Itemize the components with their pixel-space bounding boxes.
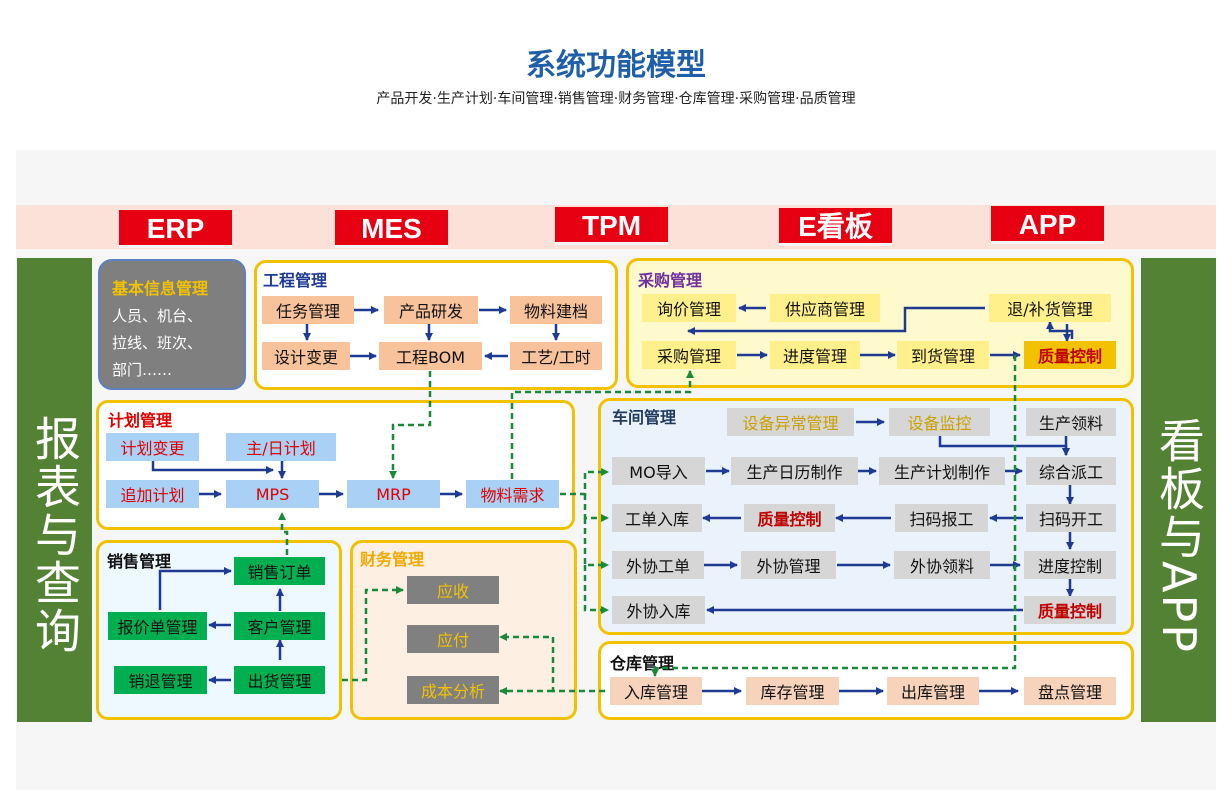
basic-info-panel: 基本信息管理 人员、机台、 拉线、班次、 部门…… — [98, 259, 246, 390]
master-daily-plan-box[interactable]: 主/日计划 — [226, 433, 336, 461]
warehouse-title: 仓库管理 — [610, 654, 675, 673]
purchase-mgmt-box[interactable]: 采购管理 — [642, 341, 736, 369]
payable-box[interactable]: 应付 — [407, 625, 499, 653]
add-plan-box[interactable]: 追加计划 — [106, 480, 199, 508]
mrp-box[interactable]: MRP — [347, 480, 440, 508]
return-replenish-box[interactable]: 退/补货管理 — [989, 294, 1111, 322]
workshop-title: 车间管理 — [612, 408, 677, 427]
reports-query-sidebar[interactable]: 报表与查询 — [17, 258, 92, 722]
inquiry-box[interactable]: 询价管理 — [642, 294, 736, 322]
material-demand-box[interactable]: 物料需求 — [466, 480, 559, 508]
inventory-box[interactable]: 库存管理 — [746, 677, 839, 705]
outbound-box[interactable]: 出库管理 — [887, 677, 979, 705]
shipping-mgmt-box[interactable]: 出货管理 — [234, 666, 325, 694]
outsource-pick-box[interactable]: 外协领料 — [894, 551, 990, 579]
arrival-mgmt-box[interactable]: 到货管理 — [897, 341, 989, 369]
prod-calendar-box[interactable]: 生产日历制作 — [731, 457, 858, 485]
outsource-in-box[interactable]: 外协入库 — [612, 596, 705, 624]
mo-import-box[interactable]: MO导入 — [612, 457, 705, 485]
equip-abnormal-box[interactable]: 设备异常管理 — [727, 408, 854, 436]
system-erp[interactable]: ERP — [119, 210, 232, 248]
sales-order-box[interactable]: 销售订单 — [234, 557, 325, 585]
purchase-quality-box[interactable]: 质量控制 — [1024, 341, 1116, 369]
prod-plan-box[interactable]: 生产计划制作 — [879, 457, 1005, 485]
basic-info-line-2: 拉线、班次、 — [112, 334, 203, 352]
system-e-kanban[interactable]: E看板 — [779, 208, 892, 246]
workshop-quality-box-1[interactable]: 质量控制 — [744, 504, 835, 532]
engineering-title: 工程管理 — [263, 271, 328, 290]
basic-info-line-1: 人员、机台、 — [112, 307, 203, 325]
system-mes[interactable]: MES — [335, 210, 448, 248]
equip-monitor-box[interactable]: 设备监控 — [889, 408, 990, 436]
purchasing-title: 采购管理 — [638, 271, 703, 290]
product-rd-box[interactable]: 产品研发 — [384, 296, 478, 324]
sales-return-box[interactable]: 销退管理 — [114, 666, 207, 694]
quote-mgmt-box[interactable]: 报价单管理 — [108, 612, 207, 640]
engineering-bom-box[interactable]: 工程BOM — [379, 342, 482, 370]
workshop-quality-box-2[interactable]: 质量控制 — [1024, 596, 1116, 624]
process-hours-box[interactable]: 工艺/工时 — [510, 342, 602, 370]
kanban-app-sidebar[interactable]: 看板与APP — [1141, 258, 1216, 722]
material-archive-box[interactable]: 物料建档 — [510, 296, 602, 324]
outsource-mgmt-box[interactable]: 外协管理 — [741, 551, 836, 579]
sales-title: 销售管理 — [107, 552, 172, 571]
task-mgmt-box[interactable]: 任务管理 — [262, 296, 354, 324]
progress-mgmt-box[interactable]: 进度管理 — [770, 341, 860, 369]
plan-change-box[interactable]: 计划变更 — [106, 433, 199, 461]
stocktake-box[interactable]: 盘点管理 — [1024, 677, 1116, 705]
customer-mgmt-box[interactable]: 客户管理 — [234, 612, 325, 640]
prod-pick-box[interactable]: 生产领料 — [1026, 408, 1116, 436]
inbound-box[interactable]: 入库管理 — [610, 677, 702, 705]
basic-info-line-3: 部门…… — [112, 361, 173, 379]
system-tpm[interactable]: TPM — [555, 207, 668, 245]
supplier-box[interactable]: 供应商管理 — [770, 294, 880, 322]
receivable-box[interactable]: 应收 — [407, 576, 499, 604]
finance-title: 财务管理 — [360, 550, 425, 569]
scan-start-box[interactable]: 扫码开工 — [1026, 504, 1116, 532]
system-app[interactable]: APP — [991, 206, 1104, 244]
mps-box[interactable]: MPS — [226, 480, 319, 508]
design-change-box[interactable]: 设计变更 — [262, 342, 350, 370]
page-title: 系统功能模型 — [526, 48, 706, 83]
cost-analysis-box[interactable]: 成本分析 — [407, 676, 499, 704]
progress-ctrl-box[interactable]: 进度控制 — [1024, 551, 1116, 579]
work-order-in-box[interactable]: 工单入库 — [612, 504, 702, 532]
planning-panel — [96, 400, 575, 530]
basic-info-title: 基本信息管理 — [112, 279, 209, 298]
outsource-order-box[interactable]: 外协工单 — [612, 551, 704, 579]
page-subtitle: 产品开发·生产计划·车间管理·销售管理·财务管理·仓库管理·采购管理·品质管理 — [376, 91, 856, 107]
dispatch-box[interactable]: 综合派工 — [1026, 457, 1116, 485]
planning-title: 计划管理 — [108, 411, 173, 430]
scan-report-box[interactable]: 扫码报工 — [895, 504, 988, 532]
